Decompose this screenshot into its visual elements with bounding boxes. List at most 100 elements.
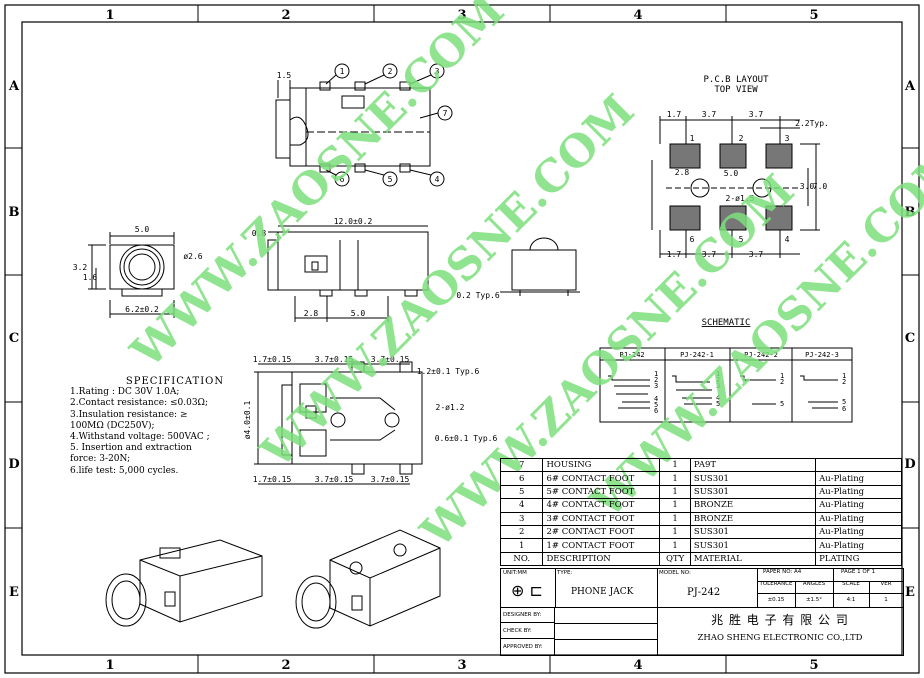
pin-label: 1 [842,372,846,380]
schematic-table [599,347,853,423]
dim-label: 1.7 [667,110,682,119]
schematic-header: PJ-242 [619,351,644,359]
dim-label: 3.7±0.15 [315,355,354,364]
bom-cell: 6# CONTACT FOOT [542,471,661,486]
front-view [88,232,175,318]
company-name-cn: 兆 胜 电 子 有 限 公 司 [711,613,849,627]
drawing-frame [4,4,920,674]
row-label: D [904,457,915,472]
bom-cell: QTY [659,551,691,567]
col-label: 5 [809,8,818,23]
dim-label: 3.7±0.15 [371,475,410,484]
check-label: CHECK BY: [501,623,555,639]
row-label: C [905,331,915,346]
bom-cell: Au-Plating [815,498,902,513]
dim-label: 1.7 [667,250,682,259]
dim-label: 1.7±0.15 [253,475,292,484]
check-value [555,623,658,640]
schematic-title: SCHEMATIC [702,318,751,328]
pad-label: 5 [739,235,744,244]
spec-line: force: 3-20N; [70,454,131,465]
model-cell: MODEL NO: PJ-242 [657,569,758,608]
spec-line: 4.Withstand voltage: 500VAC ; [70,432,210,443]
spec-line: 3.Insulation resistance: ≥ [70,409,188,420]
page-label: PAGE 1 OF 1 [841,569,876,575]
front-view-labels: 5.0 ø2.6 3.2 1.6 6.2±0.2 [73,225,203,314]
watermark-text: WWW.ZAOSNE.COM [121,0,514,378]
bom-cell: 1 [659,457,691,473]
dim-label: 6.2±0.2 [125,305,159,314]
dim-label: 2.8 [675,168,690,177]
col-label: 2 [281,658,290,673]
bom-cell: 4 [499,498,544,513]
row-label: E [905,585,915,600]
bom-cell: 6 [499,471,544,486]
pin-label: 2 [716,376,720,384]
top-view-labels: 1.5 1 2 3 7 6 5 4 [277,67,448,184]
col-label: 3 [457,658,466,673]
dim-label: 3.2 [73,263,88,272]
bom-cell: PA9T [689,457,817,473]
schematic-header: PJ-242-3 [805,351,839,359]
bom-cell: DESCRIPTION [542,551,661,567]
pin-label: 1 [716,370,720,378]
dim-label: 2.8 [304,309,319,318]
dim-label: 1.2±0.1 Typ.6 [417,367,480,376]
bom-cell: 1 [499,538,544,553]
col-label: 2 [281,8,290,23]
dim-label: 1.6 [83,273,98,282]
bom-cell: 2 [499,524,544,540]
row-label: B [905,205,916,220]
pin-label: 1 [654,370,658,378]
bom-cell: 5 [499,484,544,500]
pin-label: 6 [842,405,846,413]
bom-cell: Au-Plating [815,511,902,526]
balloon-label: 3 [435,67,440,76]
row-label: E [9,585,19,600]
bom-cell: 1# CONTACT FOOT [542,538,661,553]
ver-cell: VER [869,581,903,594]
dim-label: 5.0 [724,169,739,178]
dim-label: 5.0 [351,309,366,318]
bom-cell: SUS301 [689,484,817,500]
dim-label: 0.6±0.1 Typ.6 [435,434,498,443]
end-view [500,237,580,296]
balloon-label: 7 [443,109,448,118]
spec-line: 6.life test: 5,000 cycles. [70,465,179,476]
col-label: 1 [105,8,114,23]
schematic-labels: SCHEMATIC PJ-242 PJ-242-1 PJ-242-2 PJ-24… [619,318,846,415]
designer-value [555,607,658,624]
plan-view-labels: 1.7±0.15 3.7±0.15 3.7±0.15 1.2±0.1 Typ.6… [243,355,497,484]
bom-cell: SUS301 [689,524,817,540]
row-label: A [8,79,20,94]
approved-label: APPROVED BY: [501,639,555,655]
col-label: 3 [457,8,466,23]
dim-label: 3.7±0.15 [371,355,410,364]
pad-label: 4 [785,235,790,244]
pcb-layout [651,116,820,258]
scale-value: 4:1 [833,593,870,608]
pin-label: 4 [716,394,720,402]
model-label: MODEL NO: [659,570,691,576]
frame-labels: 1 2 3 4 5 1 2 3 4 5 A B C D E A B C D E [8,8,916,673]
dim-label: 2-ø1.5 [726,194,755,203]
dim-label: 1.7±0.15 [253,355,292,364]
col-label: 4 [633,8,642,23]
schematic-header: PJ-242-1 [680,351,714,359]
side-view-labels: 0.8 12.0±0.2 2.8 5.0 [252,217,373,318]
tolerance-cell: TOLERANCE [757,581,796,594]
pin-label: 5 [842,398,846,406]
bom-cell: 3 [499,511,544,526]
pin-label: 2 [842,378,846,386]
spec-title: SPECIFICATION [125,376,225,387]
dim-label: 1.5 [277,71,292,80]
pin-label: 5 [654,401,658,409]
approved-value [555,639,658,655]
ver-value: 1 [869,593,903,608]
